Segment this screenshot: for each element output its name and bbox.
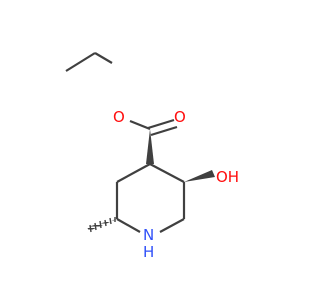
methyl-hash-lines — [89, 217, 116, 233]
bond-ch2-o — [94, 52, 113, 64]
bond-c6-n — [116, 218, 141, 233]
ester-oxygen-label: O — [113, 108, 125, 126]
bond-ch3-ch2 — [65, 52, 96, 72]
bond-wedge-c4-ester — [146, 129, 154, 164]
bond-c4-c5 — [116, 163, 151, 183]
carbonyl-oxygen-label: O — [174, 108, 186, 126]
ring-nitrogen-label: N — [143, 226, 154, 244]
bond-carbonyl-double-2 — [150, 125, 178, 137]
bond-hash-c6-methyl — [87, 219, 117, 231]
molecule-drawing: O O OH N H — [65, 52, 239, 261]
hydroxyl-label: OH — [216, 168, 239, 186]
bond-c4-c3 — [149, 163, 185, 183]
bond-n-c2 — [159, 218, 185, 233]
ring-nitrogen-h-label: H — [143, 243, 154, 261]
bond-o-carbonyl — [129, 119, 151, 131]
structure-canvas: O O OH N H — [65, 52, 239, 261]
bond-carbonyl-double-1 — [147, 118, 175, 130]
bond-wedge-c3-oh — [184, 170, 215, 182]
